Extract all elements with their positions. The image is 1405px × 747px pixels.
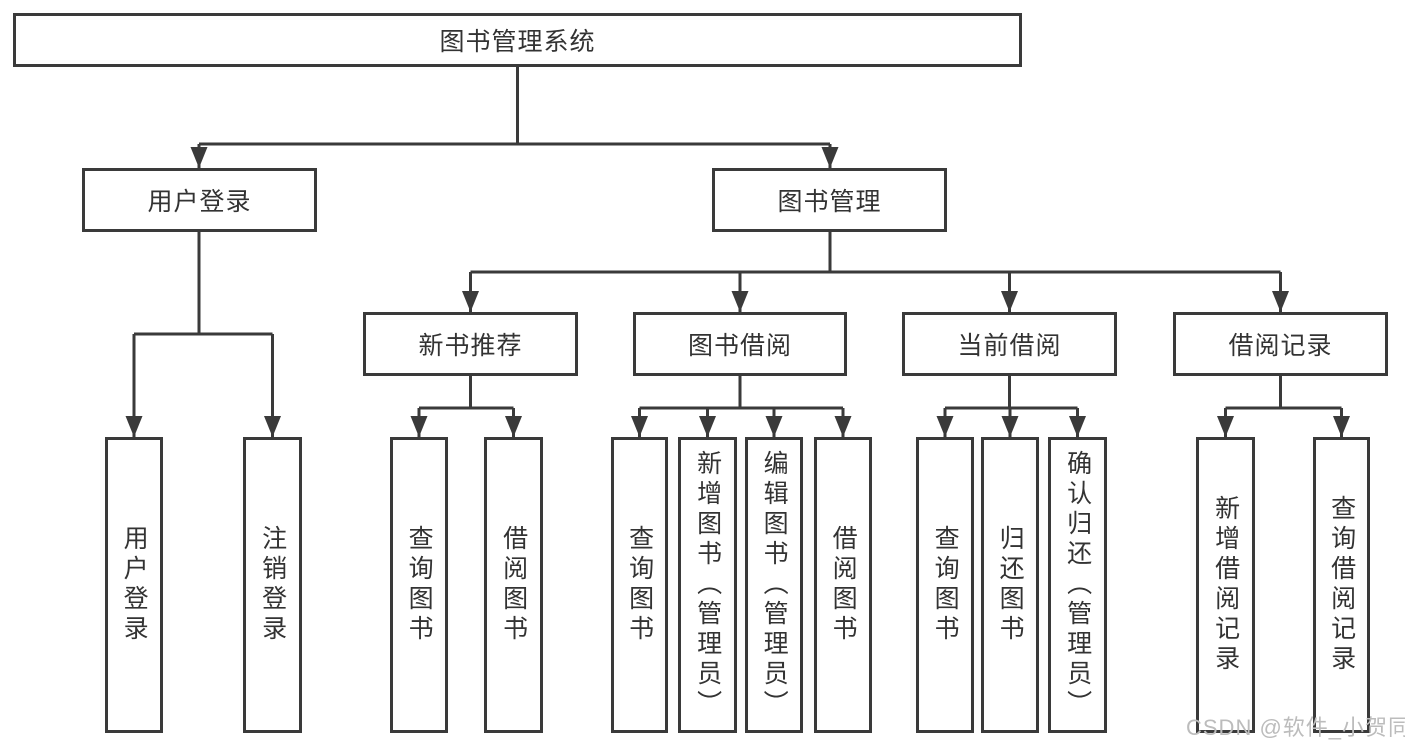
leaf-edit-book-admin: 编辑图书（管理员） <box>745 437 803 733</box>
node-label: 当前借阅 <box>957 332 1062 360</box>
leaf-borrow-books-borrowing: 借阅图书 <box>814 437 872 733</box>
leaf-query-books-borrowing: 查询图书 <box>611 437 668 733</box>
node-label: 确认归还（管理员） <box>1063 450 1092 720</box>
node-borrowing-records: 借阅记录 <box>1173 312 1388 376</box>
node-label: 归还图书 <box>996 525 1025 645</box>
node-label: 用户登录 <box>147 188 252 216</box>
node-label: 查询图书 <box>405 525 434 645</box>
connector-borrowing-records-subtree <box>1224 376 1343 437</box>
arrowheads <box>125 147 1350 437</box>
leaf-query-books-recommend: 查询图书 <box>390 437 448 733</box>
node-label: 用户登录 <box>120 525 149 645</box>
node-current-borrowing: 当前借阅 <box>902 312 1117 376</box>
node-label: 查询图书 <box>931 525 960 645</box>
leaf-return-books: 归还图书 <box>981 437 1039 733</box>
node-root-library-management-system: 图书管理系统 <box>13 13 1022 67</box>
node-label: 新书推荐 <box>418 332 523 360</box>
leaf-add-book-admin: 新增图书（管理员） <box>678 437 737 733</box>
node-book-borrowing: 图书借阅 <box>633 312 847 376</box>
node-label: 借阅图书 <box>829 525 858 645</box>
node-label: 新增借阅记录 <box>1211 495 1240 675</box>
node-label: 新增图书（管理员） <box>693 450 722 720</box>
node-label: 编辑图书（管理员） <box>760 450 789 720</box>
leaf-query-borrow-record: 查询借阅记录 <box>1313 437 1370 733</box>
node-label: 查询借阅记录 <box>1327 495 1356 675</box>
connector-book-management-subtree <box>469 232 1282 312</box>
node-book-management: 图书管理 <box>712 168 947 232</box>
leaf-logout: 注销登录 <box>243 437 302 733</box>
leaf-add-borrow-record: 新增借阅记录 <box>1196 437 1255 733</box>
connector-new-book-subtree <box>417 376 515 437</box>
node-label: 注销登录 <box>258 525 287 645</box>
node-label: 查询图书 <box>625 525 654 645</box>
node-label: 图书借阅 <box>687 332 792 360</box>
node-user-login: 用户登录 <box>82 168 317 232</box>
connector-root-to-level2 <box>197 67 832 168</box>
leaf-user-login: 用户登录 <box>105 437 163 733</box>
csdn-watermark: CSDN @软件_小贺同学 <box>1186 715 1405 740</box>
connector-book-borrowing-subtree <box>638 376 845 437</box>
node-label: 图书管理 <box>777 188 882 216</box>
leaf-confirm-return-admin: 确认归还（管理员） <box>1048 437 1107 733</box>
node-label: 图书管理系统 <box>439 28 596 56</box>
node-label: 借阅记录 <box>1228 332 1333 360</box>
node-label: 借阅图书 <box>499 525 528 645</box>
leaf-query-books-current: 查询图书 <box>916 437 974 733</box>
node-new-book-recommendation: 新书推荐 <box>363 312 578 376</box>
connector-user-login-subtree <box>132 232 274 437</box>
leaf-borrow-books-recommend: 借阅图书 <box>484 437 543 733</box>
